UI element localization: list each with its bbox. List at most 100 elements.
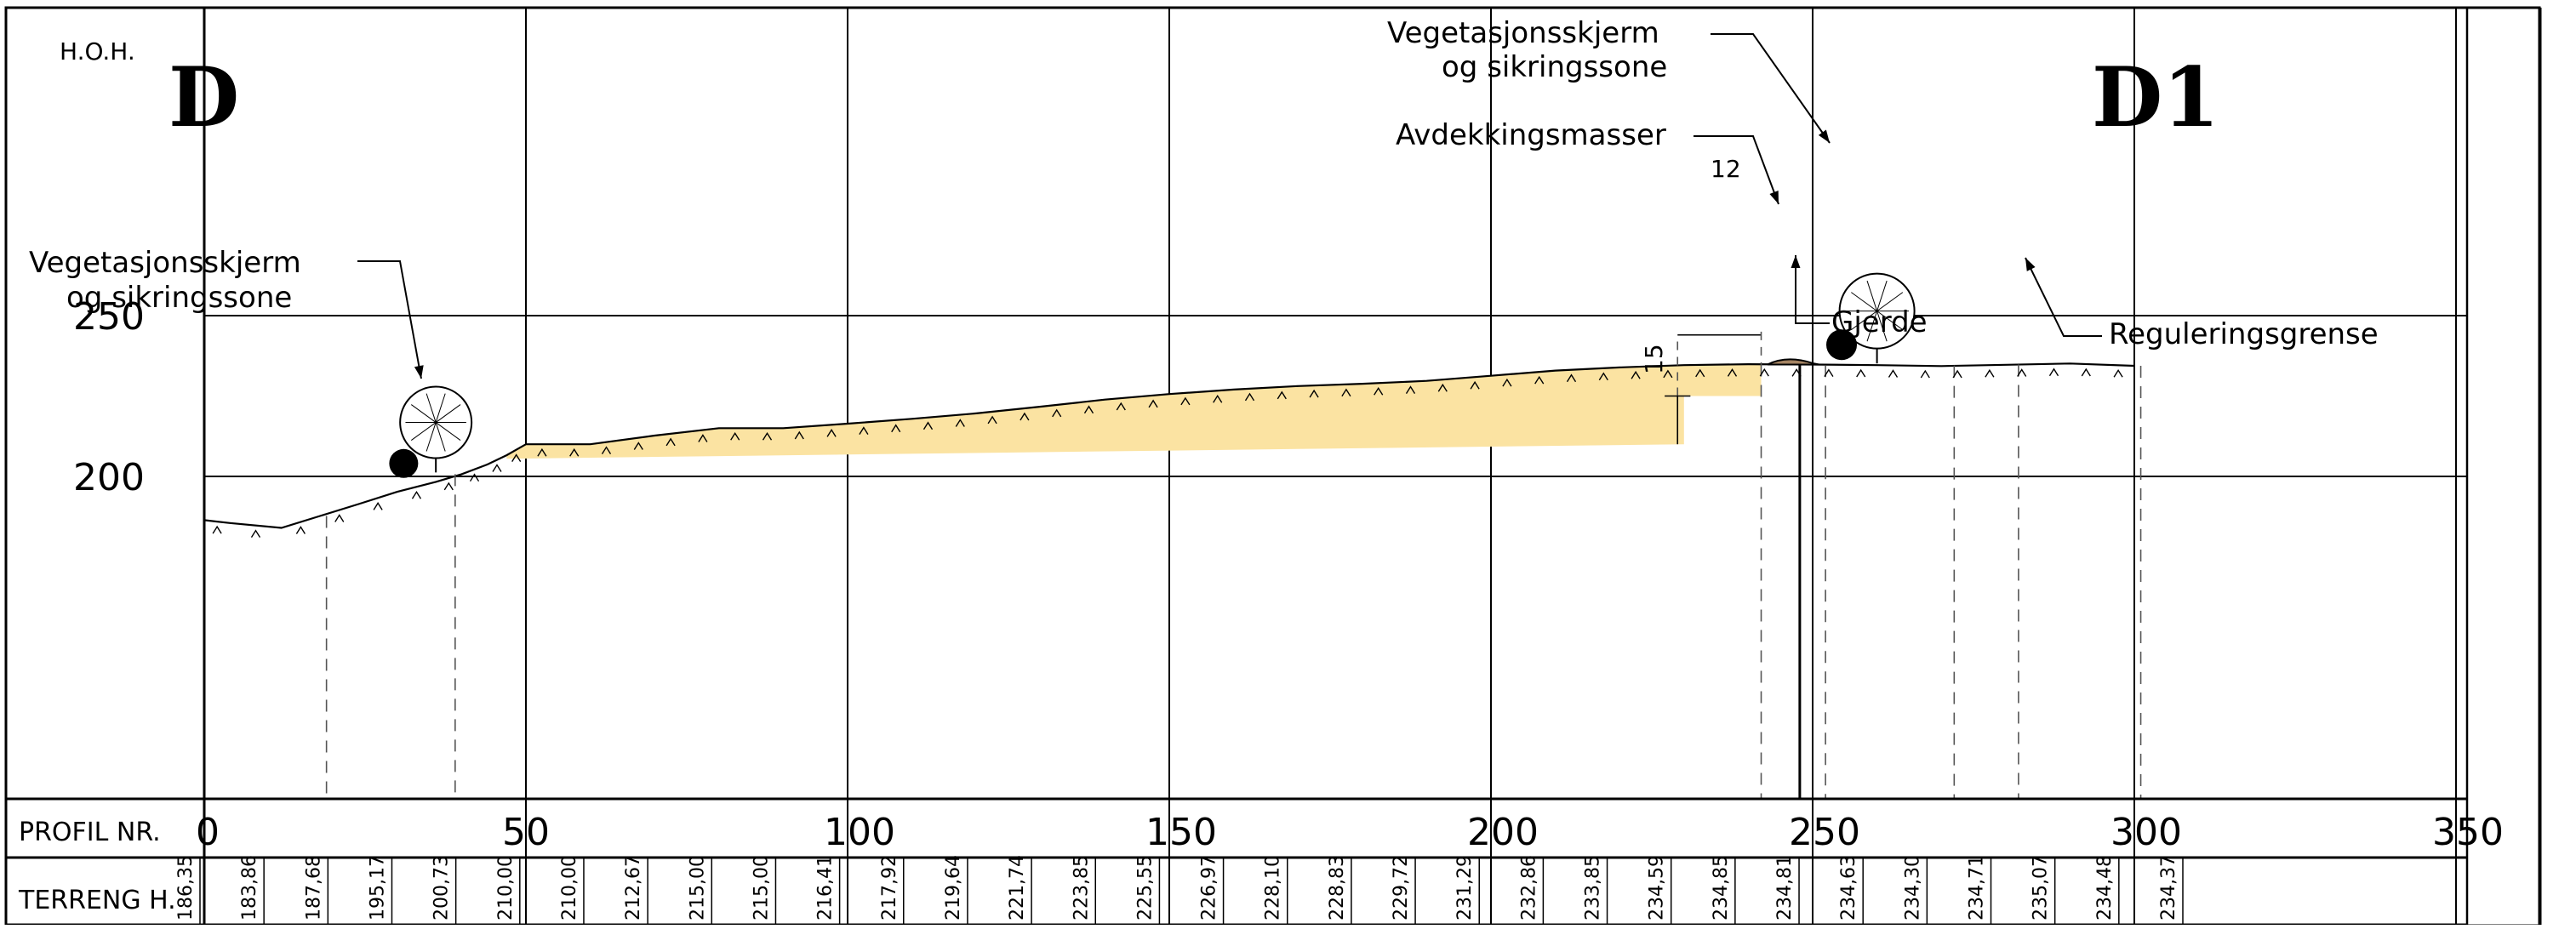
terrain-tick [250,529,261,539]
terrain-tick [1277,390,1287,400]
terrain-tick [537,447,547,457]
x-tick-label: 50 [502,811,550,854]
terrain-value: 234,59 [1647,855,1668,920]
tree-branch [1851,311,1877,330]
terrain-value: 234,71 [1967,855,1988,920]
terrain-tick [891,424,901,433]
leader-cover [1694,135,1779,205]
tree-branch [1876,311,1888,342]
terrain-tick [794,430,804,440]
terrain-tick [1759,368,1769,377]
terrain-value: 219,64 [943,855,964,920]
terrain-tick [212,525,222,534]
terrain-tick [1083,405,1094,414]
terrain-value: 228,83 [1327,855,1348,920]
profile-row-label: PROFIL NR. [19,818,161,847]
terrain-tick [1598,372,1608,381]
tree-branch [426,422,437,452]
cover-mound [1767,358,1819,366]
terrain-tick [1437,383,1448,392]
terrain-value: 228,10 [1263,855,1284,920]
tree-branch [1866,311,1878,342]
y-tick-label: 250 [73,295,145,339]
cover-label: Avdekkingsmasser [1396,118,1666,152]
terrain-tick [2048,368,2059,377]
terrain-tick [1020,412,1030,421]
terrain-tick [295,526,306,534]
terrain-tick [633,442,643,450]
terrain-value: 221,74 [1007,855,1028,920]
x-tick-label: 100 [824,811,895,854]
terrain-tick [1695,368,1705,378]
terrain-tick [762,431,773,441]
terrain-row-label: TERRENG H. [18,886,176,915]
veg-right-line1: Vegetasjonsskjerm [1387,16,1659,50]
fence-label: Gjerde [1831,305,1928,339]
terrain-value: 187,68 [303,855,324,920]
tree-branch [1876,311,1904,330]
arrowhead [414,365,424,379]
terrain-tick [859,426,869,435]
tree-branch [1876,280,1888,311]
terrain-tick [1920,369,1930,379]
terrain-tick [1534,375,1545,385]
terrain-value: 234,30 [1902,855,1923,920]
terrain-value: 210,00 [495,855,517,920]
vegetation [212,272,2123,539]
tree-branch [435,422,446,452]
leader-boundary [2025,257,2102,337]
terrain-value: 234,48 [2094,855,2116,920]
terrain-tick [1631,370,1641,379]
bush-left [389,448,419,478]
terrain-tick [1952,369,1962,379]
terrain-tick [411,490,422,499]
station-lines [325,334,2142,799]
terrain-tick [469,473,480,482]
arrowhead [1791,255,1801,269]
terrain-value: 229,72 [1391,855,1412,920]
terrain-tick [665,437,676,447]
terrain-tick [1566,373,1577,383]
tree-branch [435,393,446,423]
terrain-tick [1791,368,1802,377]
terrain-tick [492,464,502,472]
leader-lines [357,33,2102,445]
tree-branch [435,422,461,441]
terrain-value: 234,85 [1711,855,1732,920]
terrain-tick [1502,378,1512,387]
tree-branch [426,393,437,423]
terrain-tick [511,453,522,462]
terrain-tick [2017,368,2027,377]
terrain-value: 234,81 [1774,855,1796,920]
tree-branch [435,404,461,423]
terrain-value: 217,92 [879,855,900,920]
terrain-tick [730,431,740,441]
terrain-tick [1824,368,1834,378]
terrain-value: 186,35 [175,855,197,920]
veg-left-line1: Vegetasjonsskjerm [29,246,301,280]
terrain-tick [1213,394,1223,403]
terrain-tick [2113,368,2123,378]
tree-branch [410,404,437,423]
terrain-tick [826,429,837,437]
terrain-value: 223,85 [1071,855,1092,920]
x-tick-label: 250 [1789,811,1860,854]
x-tick-label: 300 [2110,811,2182,854]
terrain-tick [443,482,454,491]
terrain-line [203,362,2135,529]
fill-area [506,364,1762,459]
terrain-tick [698,434,708,442]
terrain-value: 226,97 [1199,855,1220,920]
terrain-value: 212,67 [623,855,644,920]
terrain-tick [373,502,383,510]
terrain-tick [1663,369,1673,379]
terrain-value: 233,85 [1583,855,1604,920]
terrain-tick [1052,408,1062,418]
x-tick-label: 150 [1145,811,1217,854]
terrain-tick [1888,369,1899,378]
tree-left [399,385,473,473]
terrain-tick [334,514,345,522]
terrain-tick [1985,368,1995,378]
terrain-tick [922,421,934,430]
